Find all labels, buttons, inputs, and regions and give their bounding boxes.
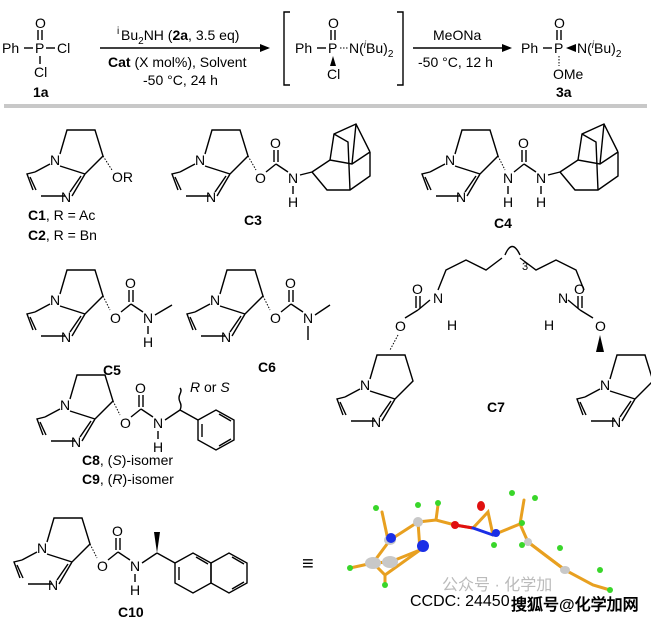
reactant-1a: Ph P O Cl Cl 1a [2, 15, 70, 100]
svg-text:N: N [303, 310, 313, 326]
svg-text:3a: 3a [556, 84, 572, 100]
svg-text:Ph: Ph [2, 40, 19, 56]
svg-text:MeONa: MeONa [433, 27, 481, 43]
equivalence-sign: ≡ [302, 553, 314, 575]
svg-text:C9, (R)-isomer: C9, (R)-isomer [82, 471, 174, 487]
svg-text:Cat (X mol%), Solvent: Cat (X mol%), Solvent [108, 54, 247, 70]
svg-text:O: O [120, 415, 131, 431]
svg-text:H: H [143, 334, 153, 350]
catalyst-c3: O O N H C3 [171, 123, 371, 228]
watermark: 搜狐号@化学加网 [511, 595, 639, 614]
ccdc-number: CCDC: 24450 [410, 593, 510, 610]
step2-conditions: MeONa -50 °C, 12 h [413, 27, 512, 70]
svg-text:H: H [544, 317, 554, 333]
svg-text:H: H [536, 194, 546, 210]
svg-text:O: O [135, 380, 146, 396]
step1-conditions: i Bu2NH (2a, 3.5 eq) Cat (X mol%), Solve… [100, 26, 270, 88]
svg-text:C2, R = Bn: C2, R = Bn [28, 227, 97, 243]
svg-text:Cl: Cl [327, 66, 340, 82]
svg-text:N(iBu)2: N(iBu)2 [577, 40, 622, 60]
svg-text:Cl: Cl [57, 40, 70, 56]
svg-text:O: O [328, 15, 339, 31]
catalyst-c4: N H O N H C4 [421, 123, 619, 231]
svg-text:O: O [125, 275, 136, 291]
svg-text:-50 °C, 24 h: -50 °C, 24 h [143, 72, 218, 88]
svg-text:N: N [153, 415, 163, 431]
svg-text:H: H [447, 317, 457, 333]
svg-text:O: O [112, 523, 123, 539]
svg-text:N: N [433, 290, 443, 306]
svg-text:C3: C3 [244, 212, 262, 228]
svg-text:P: P [328, 40, 337, 56]
svg-text:P: P [35, 40, 44, 56]
svg-text:C10: C10 [118, 604, 144, 620]
svg-text:O: O [270, 135, 281, 151]
svg-text:i: i [117, 26, 119, 37]
catalyst-c8-c9: O O N H R or S C8, (S)-isomer C9, (R)-is… [36, 374, 235, 487]
svg-text:N: N [558, 290, 568, 306]
svg-text:O: O [518, 135, 529, 151]
watermark-faint: 公众号 · 化学加 [442, 576, 552, 594]
svg-text:C6: C6 [258, 359, 276, 375]
svg-text:O: O [395, 318, 406, 334]
svg-text:OMe: OMe [553, 66, 584, 82]
catalyst-c7: N H 3 N H O O O O C7 [336, 245, 651, 431]
svg-text:N: N [536, 170, 546, 186]
svg-text:-50 °C, 12 h: -50 °C, 12 h [418, 54, 493, 70]
svg-text:C5: C5 [103, 362, 121, 378]
svg-text:O: O [554, 15, 565, 31]
svg-text:C8, (S)-isomer: C8, (S)-isomer [82, 452, 173, 468]
svg-text:O: O [97, 558, 108, 574]
svg-text:N: N [130, 558, 140, 574]
svg-text:H: H [288, 194, 298, 210]
svg-text:O: O [255, 170, 266, 186]
svg-text:3: 3 [522, 261, 528, 273]
svg-text:C1, R = Ac: C1, R = Ac [28, 207, 95, 223]
product-3a: Ph P O N(iBu)2 OMe 3a [521, 15, 622, 100]
catalyst-c1-c2: OR C1, R = Ac C2, R = Bn [26, 129, 133, 243]
svg-text:C7: C7 [487, 399, 505, 415]
svg-text:N: N [143, 310, 153, 326]
intermediate: Ph P O N(iBu)2 Cl [283, 11, 404, 86]
catalyst-c5: O O N H C5 [26, 269, 173, 378]
svg-text:N: N [288, 170, 298, 186]
svg-text:N(iBu)2: N(iBu)2 [349, 40, 394, 60]
svg-text:Ph: Ph [521, 40, 538, 56]
divider [4, 104, 647, 108]
svg-text:H: H [503, 194, 513, 210]
catalyst-c10: O O N H C10 [13, 517, 248, 620]
svg-text:N: N [503, 170, 513, 186]
svg-text:O: O [110, 310, 121, 326]
svg-text:Cl: Cl [34, 64, 47, 80]
svg-text:Bu2NH (2a, 3.5 eq): Bu2NH (2a, 3.5 eq) [121, 27, 239, 47]
svg-text:O: O [270, 310, 281, 326]
svg-text:H: H [153, 439, 163, 455]
svg-text:O: O [574, 281, 585, 297]
catalyst-c6: O O N C6 [186, 269, 331, 375]
svg-text:R or S: R or S [190, 379, 230, 395]
svg-text:P: P [554, 40, 563, 56]
svg-text:O: O [595, 318, 606, 334]
svg-text:OR: OR [112, 169, 133, 185]
svg-text:O: O [35, 15, 46, 31]
svg-text:H: H [130, 582, 140, 598]
crystal-structure [347, 490, 613, 593]
svg-text:1a: 1a [33, 84, 49, 100]
svg-text:O: O [412, 281, 423, 297]
svg-text:C4: C4 [494, 215, 512, 231]
svg-text:O: O [285, 275, 296, 291]
svg-text:Ph: Ph [295, 40, 312, 56]
